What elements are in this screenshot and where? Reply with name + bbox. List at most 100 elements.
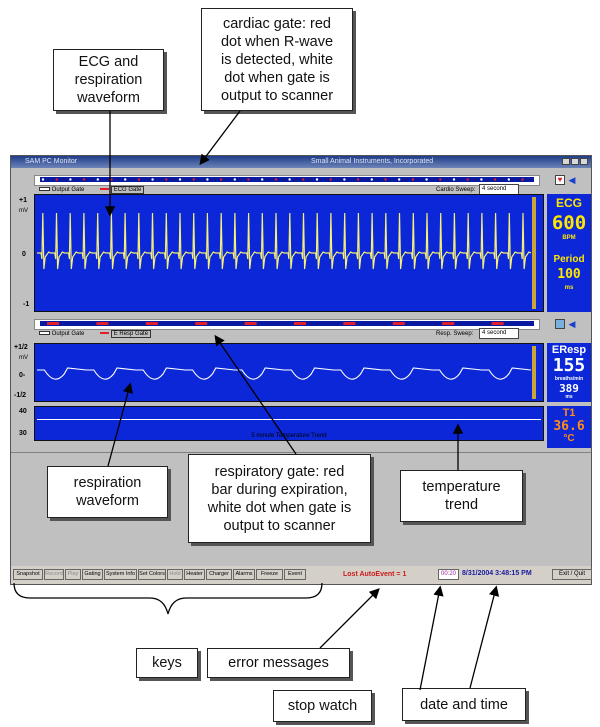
- leader-stopwatch: [419, 585, 444, 691]
- error-message: Lost AutoEvent = 1: [343, 571, 407, 578]
- ecg-gate-dot: [521, 178, 524, 181]
- callout-date-time: date and time: [402, 688, 526, 721]
- ecg-gate-dot: [233, 178, 236, 181]
- ecg-gate-dot: [384, 178, 387, 181]
- resp-readout-panel: EResp 155 breaths/min 389 ms: [547, 343, 591, 402]
- temperature-value: 36.6: [553, 419, 585, 434]
- resp-rate-value: 155: [552, 355, 586, 376]
- ecg-scale-unit: mV: [19, 208, 28, 214]
- callout-respiration-waveform: respiration waveform: [47, 466, 168, 518]
- period-value: 100: [557, 267, 581, 282]
- ecg-gate-dot: [452, 178, 456, 181]
- key-event[interactable]: Event: [284, 569, 306, 580]
- ecg-gate-dot: [343, 178, 346, 181]
- resp-expiration-bar: [96, 322, 109, 325]
- resp-legend-output-swatch: [39, 331, 50, 336]
- ecg-gate-dot: [192, 178, 195, 181]
- ecg-gate-dot: [261, 178, 264, 181]
- temperature-unit: °C: [563, 433, 575, 444]
- ecg-gate-dot: [69, 178, 72, 181]
- speaker-icon[interactable]: ◀: [568, 175, 576, 185]
- ecg-gate-dot: [288, 178, 291, 181]
- ecg-gate-dot: [315, 178, 319, 181]
- ecg-gate-dot: [247, 178, 250, 181]
- ecg-gate-dot: [219, 178, 223, 181]
- resp-expiration-bar: [244, 322, 257, 325]
- exit-button[interactable]: Exit / Quit: [552, 569, 592, 580]
- resp-waveform: [37, 367, 532, 380]
- ecg-legend: Output Gate ECG Gate: [39, 186, 339, 194]
- window-title: SAM PC Monitor: [25, 158, 78, 165]
- resp-legend-output: Output Gate: [51, 331, 85, 337]
- lungs-icon[interactable]: [555, 319, 565, 329]
- title-bar: SAM PC Monitor Small Animal Instruments,…: [11, 156, 591, 168]
- resp-expiration-bar: [47, 322, 59, 325]
- date-time: 8/31/2004 3:48:15 PM: [462, 570, 532, 577]
- callout-keys: keys: [136, 648, 198, 678]
- ecg-gate-dot: [507, 178, 510, 181]
- temperature-trend-label: 5 minute Temperature Trend: [251, 433, 327, 439]
- ecg-gate-dot: [151, 178, 154, 181]
- resp-expiration-bar: [442, 322, 455, 325]
- callout-respiratory-gate: respiratory gate: red bar during expirat…: [188, 454, 371, 543]
- ecg-gate-dot: [370, 178, 373, 181]
- heart-rate-unit: BPM: [562, 235, 576, 241]
- close-button[interactable]: [580, 158, 588, 165]
- ecg-gate-dot: [411, 178, 415, 181]
- key-hold[interactable]: Hold: [167, 569, 183, 580]
- ecg-gate-dot: [82, 178, 86, 181]
- resp-scale-unit: mV: [19, 355, 28, 361]
- ecg-gate-dot: [466, 178, 469, 181]
- callout-temperature-trend: temperature trend: [400, 470, 523, 522]
- ecg-gate-dot: [178, 178, 182, 181]
- callout-cardiac-gate: cardiac gate: red dot when R-wave is det…: [201, 8, 353, 111]
- period-unit: ms: [564, 285, 574, 291]
- ecg-gate-dot: [96, 178, 99, 181]
- ecg-gate-dot: [329, 178, 332, 181]
- resp-expiration-bar: [195, 322, 208, 325]
- key-alarms[interactable]: Alarms: [233, 569, 255, 580]
- maximize-button[interactable]: [571, 158, 579, 165]
- ecg-gate-strip: [34, 175, 540, 186]
- ecg-readout-panel: ECG 600 BPM Period 100 ms: [547, 194, 591, 312]
- resp-speaker-icon[interactable]: ◀: [568, 319, 576, 329]
- ecg-gate-dot: [124, 178, 127, 181]
- minimize-button[interactable]: [562, 158, 570, 165]
- resp-scale-zero: 0-: [19, 372, 26, 379]
- resp-sweep-select[interactable]: 4 second: [479, 328, 519, 339]
- key-set-colors[interactable]: Set Colors: [138, 569, 166, 580]
- key-gating[interactable]: Gating: [82, 569, 103, 580]
- key-snapshot[interactable]: Snapshot: [13, 569, 43, 580]
- key-charger[interactable]: Charger: [206, 569, 232, 580]
- ecg-gate-dot: [41, 178, 45, 181]
- resp-sweep-cursor: [532, 346, 536, 399]
- callout-stop-watch: stop watch: [273, 690, 372, 722]
- resp-scale-bottom: -1/2: [14, 392, 27, 399]
- resp-period-value: 389: [559, 382, 579, 395]
- stopwatch[interactable]: 00:20: [438, 569, 460, 580]
- key-system-info[interactable]: System Info: [104, 569, 137, 580]
- resp-expiration-bar: [294, 322, 306, 325]
- temp-readout-panel: T1 36.6 °C: [547, 406, 591, 448]
- period-label: Period: [553, 254, 585, 265]
- ecg-gate-dot: [425, 178, 428, 181]
- ecg-legend-gate: ECG Gate: [110, 186, 145, 194]
- key-freeze[interactable]: Freeze: [256, 569, 283, 580]
- resp-panel-label: EResp: [551, 344, 587, 356]
- temp-scale-top: 40: [19, 408, 27, 415]
- ecg-gate-bar: [40, 177, 534, 182]
- key-play[interactable]: Play: [65, 569, 81, 580]
- ecg-gate-dots: [41, 178, 524, 181]
- window-separator: [11, 452, 591, 453]
- ecg-sweep-cursor: [532, 197, 536, 309]
- heart-icon[interactable]: ♥: [555, 175, 565, 185]
- key-record[interactable]: Record: [44, 569, 64, 580]
- temperature-trend-line: [37, 419, 541, 420]
- key-heater[interactable]: Heater: [184, 569, 205, 580]
- resp-expiration-bar: [392, 322, 405, 325]
- ecg-panel-label: ECG: [555, 196, 582, 210]
- ecg-legend-gate-swatch: [100, 188, 110, 191]
- resp-sweep-label: Resp. Sweep:: [436, 331, 474, 337]
- resp-legend-gate: E Resp Gate: [110, 330, 152, 338]
- ecg-sweep-label: Cardio Sweep:: [436, 187, 476, 193]
